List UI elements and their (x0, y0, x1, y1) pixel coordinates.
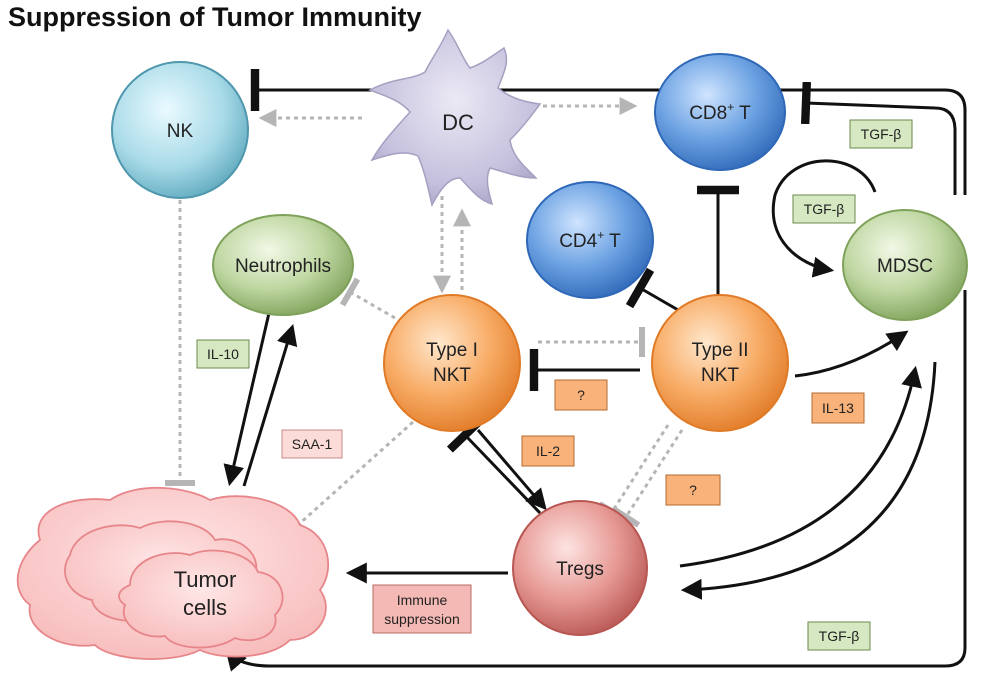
neutrophils-cell: Neutrophils (212, 214, 354, 316)
type1-to-tregs-arrow (476, 429, 547, 511)
svg-text:TGF-β: TGF-β (804, 201, 845, 217)
svg-text:?: ? (577, 387, 585, 403)
il10-box: IL-10 (196, 339, 250, 369)
cd4-label: CD4+ T (559, 228, 621, 252)
svg-text:IL-2: IL-2 (536, 443, 560, 459)
il2-box: IL-2 (521, 435, 575, 467)
type1-nkt-cell: Type I NKT (383, 294, 521, 432)
svg-text:suppression: suppression (384, 611, 460, 627)
tregs-cell: Tregs (512, 500, 648, 636)
nk-cell: NK (111, 61, 249, 199)
type2-nkt-cell: Type II NKT (651, 294, 789, 432)
type2-tregs-link-b (611, 429, 684, 528)
question-box-tregs: ? (665, 474, 721, 506)
tumor-label-line1: Tumor (174, 567, 237, 592)
saa1-box: SAA-1 (281, 429, 343, 459)
dc-label: DC (442, 110, 474, 135)
mdsc-inhibits-nk (250, 69, 967, 195)
tgf-box-mdsc: TGF-β (792, 194, 856, 224)
cd8-label: CD8+ T (689, 100, 751, 124)
il13-box: IL-13 (811, 392, 865, 424)
tumor-to-neutrophils-arrow (242, 323, 298, 487)
question-box-type: ? (554, 379, 608, 411)
tumor-label-line2: cells (183, 595, 227, 620)
svg-text:?: ? (689, 482, 697, 498)
type1-neutrophils-link (339, 277, 396, 320)
svg-text:IL-13: IL-13 (822, 400, 854, 416)
mdsc-tgf-loop (771, 159, 877, 278)
cd4-t-cell: CD4+ T (526, 181, 654, 299)
svg-text:TGF-β: TGF-β (819, 628, 860, 644)
type1-tumor-link (285, 420, 415, 539)
immune-suppression-box: Immune suppression (372, 584, 472, 634)
dc-cell: DC (368, 28, 542, 208)
svg-text:TGF-β: TGF-β (861, 126, 902, 142)
tregs-to-mdsc-arrow (679, 365, 922, 568)
mdsc-to-tumor-arrow (225, 290, 967, 672)
mdsc-label: MDSC (877, 256, 933, 277)
svg-text:Immune: Immune (397, 592, 448, 608)
neutrophils-to-tumor-arrow (223, 299, 274, 487)
page-title: Suppression of Tumor Immunity (8, 2, 422, 32)
dotted-links (165, 97, 684, 539)
nk-label: NK (167, 121, 194, 142)
tgf-box-cd8: TGF-β (849, 119, 913, 149)
type2-label-line1: Type II (691, 340, 748, 361)
tumor-cells: Tumor cells (16, 486, 329, 660)
svg-text:IL-10: IL-10 (207, 346, 239, 362)
neutrophils-label: Neutrophils (235, 256, 331, 277)
type1-label-line1: Type I (426, 340, 478, 361)
type2-tregs-link-a (597, 424, 670, 523)
type2-label-line2: NKT (701, 365, 739, 386)
type2-to-mdsc-arrow (794, 330, 909, 378)
tgf-box-bottom: TGF-β (807, 621, 871, 651)
tregs-label: Tregs (556, 559, 604, 580)
svg-text:SAA-1: SAA-1 (292, 436, 333, 452)
mdsc-inhibits-cd8 (800, 81, 957, 195)
solid-links (223, 69, 967, 672)
type1-label-line2: NKT (433, 365, 471, 386)
mdsc-cell: MDSC (842, 209, 968, 321)
cd8-t-cell: CD8+ T (654, 53, 786, 171)
mdsc-to-tregs-arrow (680, 361, 937, 600)
